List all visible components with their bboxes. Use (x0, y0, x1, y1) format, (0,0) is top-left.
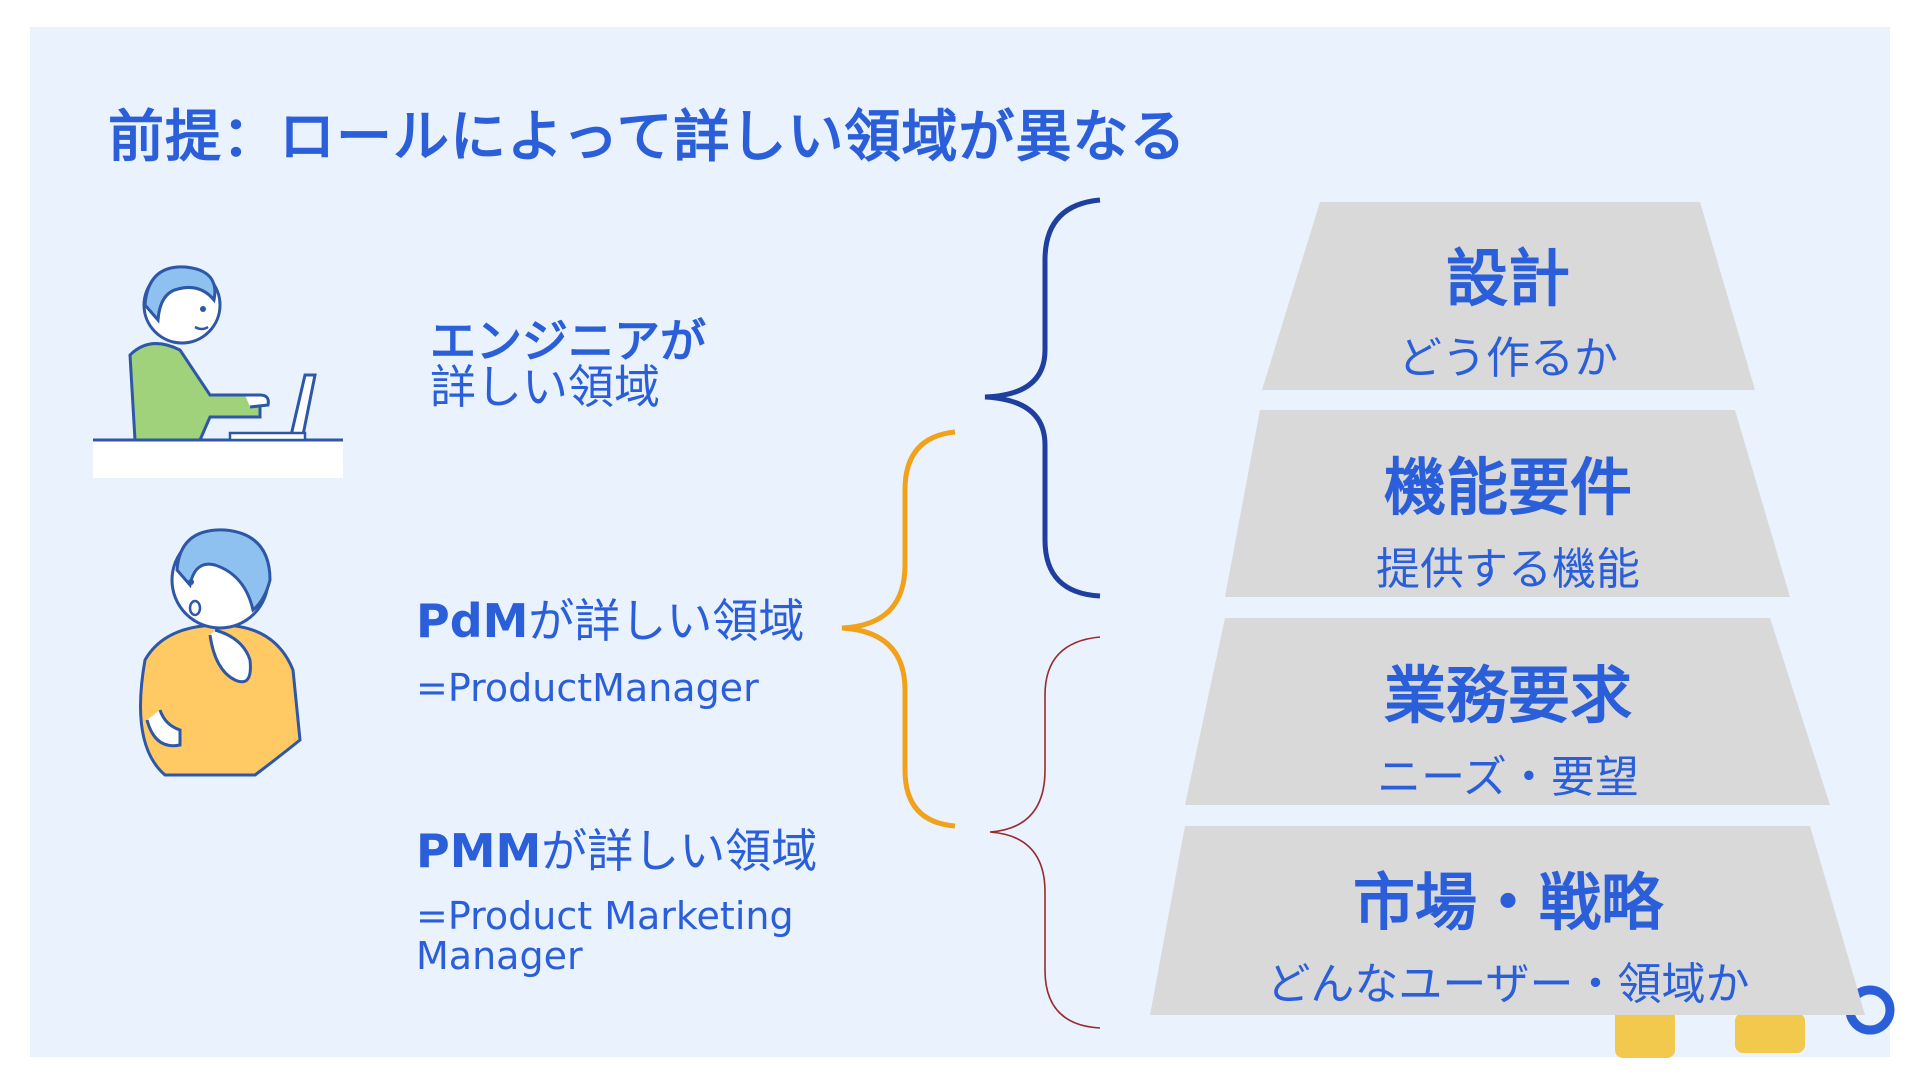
pdm-definition: =ProductManager (416, 666, 759, 710)
layer-design-title: 設計 (1445, 242, 1571, 315)
page-title: 前提：ロールによって詳しい領域が異なる (108, 105, 1187, 170)
pdm-domain-label: PdMが詳しい領域 (416, 585, 804, 651)
layer-functional-subtitle: 提供する機能 (1376, 544, 1640, 595)
pmm-definition-line2: Manager (416, 934, 583, 978)
engineer-label-line2: 詳しい領域 (430, 360, 660, 414)
pmm-definition: =Product Marketing Manager (416, 896, 794, 976)
pmm-label-rest: が詳しい領域 (541, 824, 818, 878)
pmm-abbr: PMM (416, 824, 542, 878)
logo-fragment (1615, 985, 1900, 1076)
pdm-abbr: PdM (416, 594, 529, 648)
layer-functional-title: 機能要件 (1383, 451, 1633, 524)
pmm-brace (989, 636, 1101, 1029)
layer-business-subtitle: ニーズ・要望 (1377, 752, 1639, 803)
pyramid-layer-functional (1225, 410, 1790, 597)
engineer-label-line1: エンジニアが (430, 314, 706, 368)
pyramid-layer-business (1185, 618, 1830, 805)
layer-design-subtitle: どう作るか (1398, 333, 1618, 384)
pdm-brace (841, 429, 956, 829)
engineer-brace (984, 197, 1101, 599)
pdm-illustration (139, 528, 302, 777)
pdm-label-rest: が詳しい領域 (528, 594, 805, 648)
engineer-illustration (93, 265, 343, 478)
layer-business-title: 業務要求 (1383, 659, 1633, 732)
layer-market-subtitle: どんなユーザー・領域か (1266, 959, 1750, 1010)
pyramid-layer-market (1150, 826, 1865, 1015)
layer-market-title: 市場・戦略 (1352, 866, 1664, 939)
logo-shape (1615, 985, 1895, 1058)
pmm-definition-line1: =Product Marketing (416, 894, 794, 938)
engineer-domain-label: エンジニアが 詳しい領域 (430, 318, 706, 410)
pmm-domain-label: PMMが詳しい領域 (416, 815, 817, 881)
pyramid-layer-design (1262, 202, 1755, 390)
